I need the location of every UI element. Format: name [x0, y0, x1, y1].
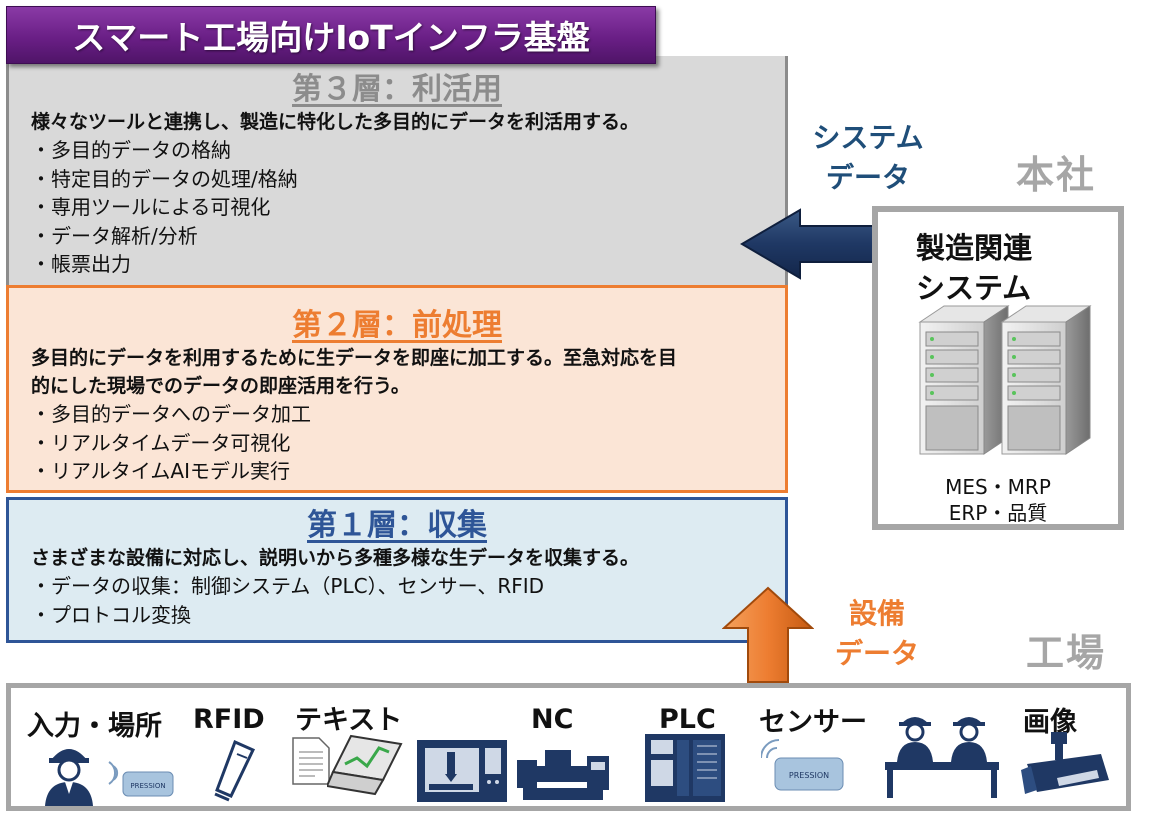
- factory-devices-box: 入力・場所 RFID テキスト NC PLC センサー 画像 PRESSION: [6, 683, 1131, 811]
- layer-3-box: 第３層：利活用 様々なツールと連携し、製造に特化した多目的にデータを利活用する。…: [6, 56, 788, 288]
- factory-label: 工場: [1026, 631, 1107, 675]
- rfid-tag-text: PRESSION: [130, 782, 165, 790]
- bullet-item: ・多目的データの格納: [31, 138, 231, 162]
- operator-desk-icon: [885, 717, 999, 798]
- hq-caption-line1: MES・MRP: [945, 475, 1051, 499]
- device-label-image: 画像: [1023, 707, 1077, 738]
- bullet-item: ・リアルタイムAIモデル実行: [31, 459, 290, 483]
- headquarters-box: 製造関連 システム: [872, 206, 1124, 530]
- layer-2-bullets: ・多目的データへのデータ加工 ・リアルタイムデータ可視化 ・リアルタイムAIモデ…: [31, 400, 785, 486]
- layer-2-box: 第２層：前処理 多目的にデータを利用するために生データを即座に加工する。至急対応…: [6, 285, 788, 493]
- bullet-item: ・プロトコル変換: [31, 602, 191, 627]
- device-label-input-location: 入力・場所: [27, 711, 162, 742]
- headquarters-label: 本社: [1016, 153, 1097, 197]
- hq-system-caption: MES・MRP ERP・品質: [878, 474, 1118, 526]
- device-label-rfid: RFID: [193, 704, 265, 735]
- layer-1-bullets: ・データの収集：制御システム（PLC）、センサー、RFID ・プロトコル変換: [31, 572, 785, 629]
- diagram-title: スマート工場向けIoTインフラ基盤: [6, 6, 656, 64]
- device-label-sensor: センサー: [759, 707, 867, 738]
- system-data-label: システム データ: [808, 118, 928, 198]
- plc-panel-icon: [645, 734, 725, 802]
- rfid-tag-icon: PRESSION: [108, 761, 174, 797]
- bullet-item: ・データ解析/分析: [31, 223, 198, 248]
- hq-title-line1: 製造関連: [916, 231, 1033, 265]
- document-icon: [292, 737, 330, 785]
- bullet-item: ・特定目的データの処理/格納: [31, 166, 298, 191]
- bullet-item: ・帳票出力: [31, 252, 131, 276]
- layer-3-title: 第３層：利活用: [292, 72, 502, 107]
- layer-2-description-line2: 的にした現場でのデータの即座活用を行う。: [31, 375, 410, 397]
- layer-3-bullets: ・多目的データの格納 ・特定目的データの処理/格納 ・専用ツールによる可視化 ・…: [31, 136, 785, 279]
- device-label-nc: NC: [531, 704, 574, 735]
- cnc-machine-icon: [417, 740, 507, 802]
- layer-1-title: 第１層：収集: [307, 508, 487, 543]
- left-arrow-icon: [740, 208, 887, 280]
- layer-3-description: 様々なツールと連携し、製造に特化した多目的にデータを利活用する。: [31, 111, 640, 133]
- bullet-item: ・専用ツールによる可視化: [31, 195, 271, 219]
- server-rack-icon: [918, 305, 1092, 455]
- hq-title-line2: システム: [916, 271, 1032, 305]
- camera-icon: [1021, 732, 1109, 794]
- up-arrow-icon: [722, 586, 814, 683]
- layer-1-description: さまざまな設備に対応し、説明いから多種多様な生データを収集する。: [31, 547, 640, 569]
- device-label-text: テキスト: [295, 705, 403, 736]
- bullet-item: ・データの収集：制御システム（PLC）、センサー、RFID: [31, 574, 545, 598]
- bullet-item: ・多目的データへのデータ加工: [31, 402, 311, 426]
- hq-caption-line2: ERP・品質: [948, 501, 1048, 525]
- rfid-scanner-icon: [214, 740, 256, 802]
- device-label-plc: PLC: [659, 704, 716, 735]
- sensor-icon: PRESSION: [761, 739, 844, 791]
- bullet-item: ・リアルタイムデータ可視化: [31, 430, 291, 455]
- system-data-label-line1: システム: [812, 121, 924, 154]
- sensor-tag-text: PRESSION: [789, 771, 829, 780]
- system-data-label-line2: データ: [825, 161, 910, 194]
- worker-icon: [45, 749, 93, 806]
- layer-2-title: 第２層：前処理: [292, 308, 502, 343]
- layer-1-box: 第１層：収集 さまざまな設備に対応し、説明いから多種多様な生データを収集する。 …: [6, 497, 788, 643]
- equipment-data-label: 設備 データ: [822, 594, 932, 674]
- equipment-data-label-line2: データ: [834, 637, 919, 670]
- layer-2-description-line1: 多目的にデータを利用するために生データを即座に加工する。至急対応を目: [31, 347, 678, 369]
- laptop-icon: [327, 734, 403, 796]
- manufacturing-systems-title: 製造関連 システム: [916, 228, 1032, 308]
- equipment-data-label-line1: 設備: [848, 597, 905, 630]
- injection-machine-icon: [517, 750, 609, 800]
